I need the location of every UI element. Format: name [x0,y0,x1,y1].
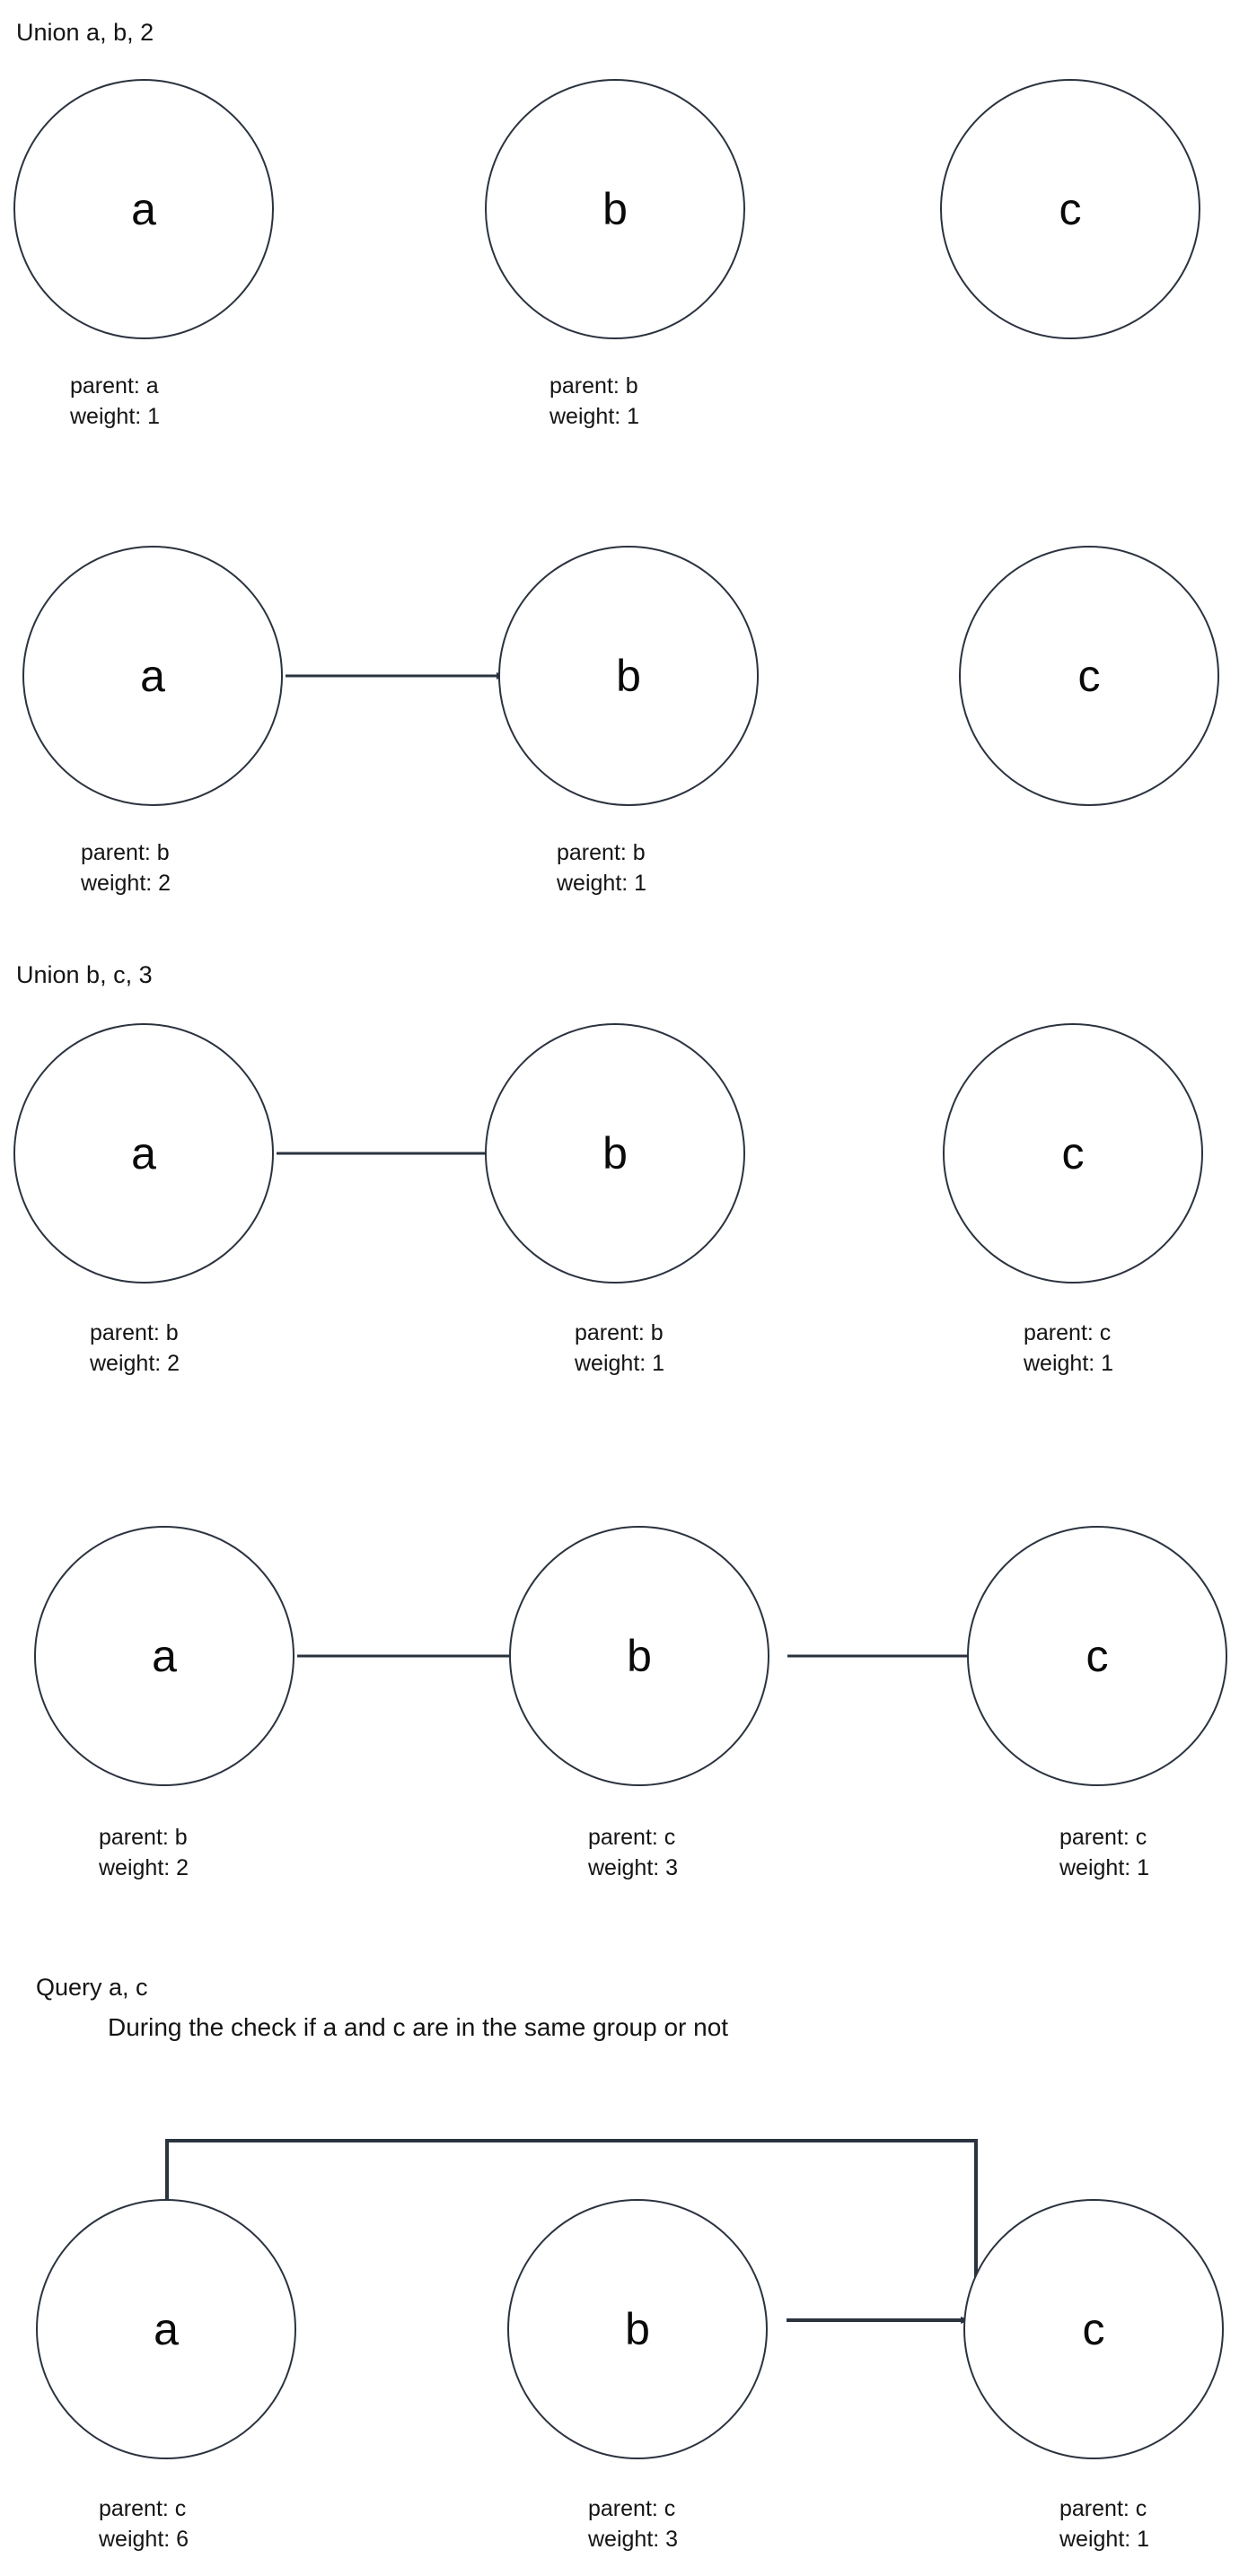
node-meta-b: parent: b weight: 1 [557,837,646,898]
node-weight-b: weight: 1 [575,1351,665,1376]
node-circle-a: a [13,1023,274,1284]
node-parent-b: parent: b [557,840,646,865]
node-label-b: b [602,1128,628,1178]
node-meta-b: parent: b weight: 1 [575,1318,664,1379]
node-circle-c: c [967,1526,1227,1786]
node-label-a: a [131,1128,156,1178]
node-weight-a: weight: 2 [90,1351,180,1376]
node-circle-a: a [36,2199,296,2459]
node-label-c: c [1061,1128,1085,1178]
node-weight-a: weight: 2 [81,871,171,896]
node-weight-a: weight: 2 [99,1855,189,1880]
node-label-a: a [131,184,156,234]
node-label-c: c [1077,651,1101,701]
node-weight-a: weight: 6 [99,2527,189,2552]
node-label-a: a [152,1631,177,1681]
node-weight-c: weight: 1 [1024,1351,1114,1376]
node-meta-a: parent: b weight: 2 [90,1318,180,1379]
section-heading-union-bc: Union b, c, 3 [16,961,153,988]
node-meta-c: parent: c weight: 1 [1059,2493,1149,2554]
node-weight-b: weight: 1 [557,871,647,896]
query-explanation-note: During the check if a and c are in the s… [108,2013,729,2041]
node-meta-b: parent: b weight: 1 [549,371,639,432]
node-circle-b: b [507,2199,768,2459]
node-label-b: b [616,651,641,701]
node-parent-a: parent: c [99,2496,187,2521]
node-label-b: b [602,184,628,234]
node-weight-b: weight: 3 [588,1855,679,1880]
node-label-a: a [154,2304,179,2354]
node-weight-b: weight: 3 [588,2527,679,2552]
node-parent-a: parent: b [99,1825,188,1850]
node-meta-a: parent: c weight: 6 [99,2493,189,2554]
node-parent-c: parent: c [1059,2496,1147,2521]
node-label-b: b [625,2304,650,2354]
node-circle-b: b [485,79,745,339]
node-weight-a: weight: 1 [70,404,161,429]
node-circle-c: c [963,2199,1224,2459]
node-circle-b: b [498,546,759,806]
node-weight-c: weight: 1 [1059,1855,1150,1880]
node-circle-c: c [943,1023,1203,1284]
node-label-c: c [1086,1631,1109,1681]
node-meta-a: parent: b weight: 2 [81,837,171,898]
node-circle-a: a [22,546,283,806]
node-circle-b: b [485,1023,745,1284]
node-circle-b: b [509,1526,769,1786]
node-meta-a: parent: b weight: 2 [99,1822,189,1883]
node-parent-a: parent: b [81,840,170,865]
node-meta-a: parent: a weight: 1 [70,371,160,432]
node-meta-b: parent: c weight: 3 [588,1822,678,1883]
node-circle-a: a [34,1526,294,1786]
node-label-a: a [140,651,165,701]
node-parent-c: parent: c [1059,1825,1147,1850]
node-parent-a: parent: b [90,1320,179,1345]
node-meta-b: parent: c weight: 3 [588,2493,678,2554]
node-parent-c: parent: c [1024,1320,1112,1345]
node-label-b: b [627,1631,652,1681]
node-meta-c: parent: c weight: 1 [1059,1822,1149,1883]
node-parent-b: parent: b [575,1320,664,1345]
node-meta-c: parent: c weight: 1 [1024,1318,1113,1379]
node-parent-a: parent: a [70,373,159,399]
node-circle-c: c [959,546,1219,806]
node-parent-b: parent: c [588,2496,676,2521]
section-heading-union-ab: Union a, b, 2 [16,19,154,46]
node-weight-b: weight: 1 [549,404,640,429]
node-weight-c: weight: 1 [1059,2527,1150,2552]
node-parent-b: parent: b [549,373,638,399]
node-circle-c: c [940,79,1200,339]
node-parent-b: parent: c [588,1825,676,1850]
section-heading-query-ac: Query a, c [36,1974,148,2001]
node-circle-a: a [13,79,274,339]
node-label-c: c [1082,2304,1105,2354]
node-label-c: c [1059,184,1082,234]
